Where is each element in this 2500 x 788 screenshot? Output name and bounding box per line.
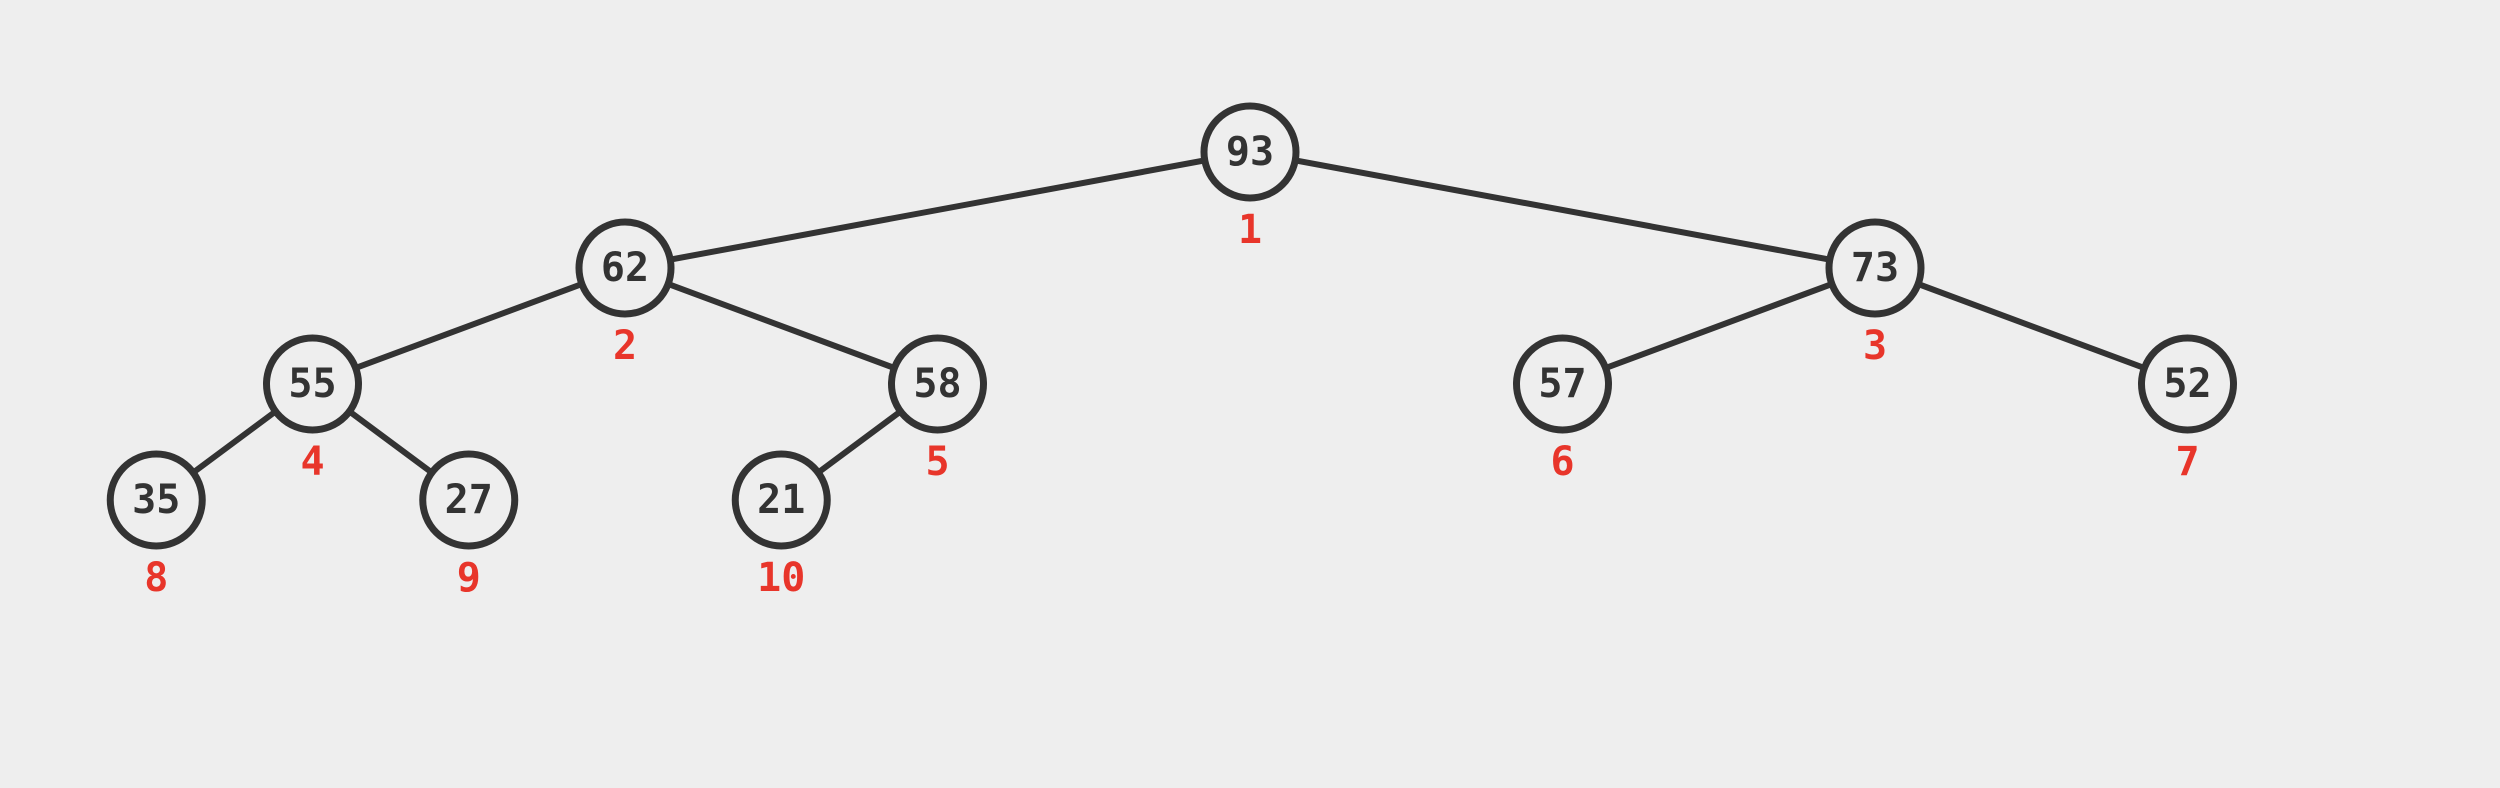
node-index-label: 5 bbox=[925, 439, 949, 485]
node-circle bbox=[263, 334, 362, 434]
tree-node-4: 55 4 bbox=[263, 334, 362, 485]
node-index-label: 3 bbox=[1863, 323, 1887, 369]
node-index-label: 2 bbox=[613, 323, 637, 369]
node-index-label: 6 bbox=[1550, 439, 1574, 485]
node-circle bbox=[575, 218, 675, 318]
node-circle bbox=[888, 334, 987, 434]
node-circle bbox=[1825, 218, 1925, 318]
edge-n2-n4 bbox=[309, 265, 628, 387]
node-value: 73 bbox=[1851, 245, 1899, 291]
node-value: 55 bbox=[288, 361, 336, 407]
node-value: 21 bbox=[757, 477, 805, 523]
node-index-label: 9 bbox=[457, 555, 481, 601]
node-circle bbox=[106, 450, 206, 550]
tree-node-10: 21 10 bbox=[731, 450, 831, 601]
tree-node-7: 52 7 bbox=[2138, 334, 2237, 485]
tree-node-1: 93 1 bbox=[1200, 102, 1300, 253]
edge-n1-n3 bbox=[1247, 149, 1878, 271]
node-value: 52 bbox=[2163, 361, 2211, 407]
tree-node-2: 62 2 bbox=[575, 218, 675, 369]
node-value: 35 bbox=[132, 477, 180, 523]
edge-n2-n5 bbox=[622, 265, 941, 387]
node-index-label: 7 bbox=[2175, 439, 2199, 485]
node-value: 62 bbox=[601, 245, 649, 291]
node-value: 58 bbox=[913, 361, 961, 407]
tree-node-3: 73 3 bbox=[1825, 218, 1925, 369]
node-value: 93 bbox=[1226, 129, 1274, 175]
nodes-layer: 93 1 62 2 73 3 55 4 58 5 57 6 52 7 35 8 27 9 21 10 bbox=[106, 102, 2237, 601]
node-value: 57 bbox=[1538, 361, 1586, 407]
edge-n1-n2 bbox=[622, 149, 1253, 271]
node-index-label: 1 bbox=[1238, 207, 1262, 253]
node-value: 27 bbox=[445, 477, 493, 523]
tree-node-6: 57 6 bbox=[1513, 334, 1612, 485]
node-circle bbox=[1513, 334, 1612, 434]
tree-node-5: 58 5 bbox=[888, 334, 987, 485]
node-circle bbox=[731, 450, 831, 550]
edge-n3-n6 bbox=[1559, 265, 1878, 387]
node-index-label: 10 bbox=[757, 555, 805, 601]
tree-node-9: 27 9 bbox=[419, 450, 519, 601]
node-index-label: 4 bbox=[300, 439, 324, 485]
node-circle bbox=[2138, 334, 2237, 434]
edges-layer bbox=[153, 149, 2191, 503]
tree-node-8: 35 8 bbox=[106, 450, 206, 601]
node-circle bbox=[419, 450, 519, 550]
edge-n3-n7 bbox=[1872, 265, 2191, 387]
node-circle bbox=[1200, 102, 1300, 202]
node-index-label: 8 bbox=[144, 555, 168, 601]
